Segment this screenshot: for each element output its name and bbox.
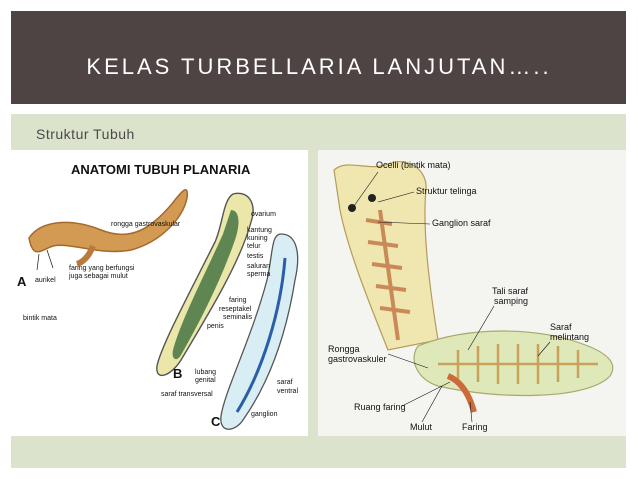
planaria-anatomy-illustration: ANATOMI TUBUH PLANARIA rongga gastrovask… — [11, 150, 308, 436]
label-kantung: kantung — [247, 227, 272, 234]
label-saraf2: melintang — [550, 332, 589, 342]
planaria-structure-illustration: Ocelli (bintik mata) Struktur telinga Ga… — [318, 150, 626, 436]
label-ruang: Ruang faring — [354, 402, 406, 412]
label-B: B — [173, 366, 182, 381]
label-tali1: Tali saraf — [492, 286, 529, 296]
label-saraf-transversal: saraf transversal — [161, 391, 213, 398]
label-rongga: rongga gastrovaskular — [111, 221, 181, 228]
label-penis: penis — [207, 323, 224, 330]
label-genital: genital — [195, 377, 216, 384]
label-ganglion-saraf: Ganglion saraf — [432, 218, 491, 228]
planaria-dorsal-inner — [173, 210, 239, 359]
label-telur: telur — [247, 243, 261, 250]
label-faring2: juga sebagai mulut — [68, 273, 128, 280]
planaria-structure-figure: Ocelli (bintik mata) Struktur telinga Ga… — [318, 150, 626, 436]
label-A: A — [17, 274, 27, 289]
label-ventral: ventral — [277, 388, 298, 395]
label-testis: testis — [247, 253, 264, 260]
label-ganglion: ganglion — [251, 411, 278, 418]
label-aurikel: aurikel — [35, 277, 56, 284]
label-saluran: saluran — [247, 263, 270, 270]
label-saraf: saraf — [277, 379, 293, 386]
label-tali2: samping — [494, 296, 528, 306]
label-faring1: faring yang berfungsi — [69, 265, 135, 272]
label-seminalis: seminalis — [223, 314, 253, 321]
label-ovarium: ovarium — [251, 211, 276, 218]
label-struktur: Struktur telinga — [416, 186, 477, 196]
label-rongga1: Rongga — [328, 344, 360, 354]
label-faring-right: Faring — [462, 422, 488, 432]
label-mulut: Mulut — [410, 422, 433, 432]
label-bintik: bintik mata — [23, 315, 57, 322]
planaria-anatomy-figure: ANATOMI TUBUH PLANARIA rongga gastrovask… — [11, 150, 308, 436]
label-lubang: lubang — [195, 369, 216, 376]
label-saraf1: Saraf — [550, 322, 572, 332]
slide-title: KELAS TURBELLARIA LANJUTAN….. — [0, 54, 638, 80]
label-C: C — [211, 414, 221, 429]
label-reseptakel: reseptakel — [219, 306, 252, 313]
label-faring: faring — [229, 297, 247, 304]
slide-subtitle: Struktur Tubuh — [36, 126, 135, 142]
label-sperma: sperma — [247, 271, 270, 278]
figure-heading: ANATOMI TUBUH PLANARIA — [71, 162, 251, 177]
label-kuning: kuning — [247, 235, 268, 242]
label-ocelli: Ocelli (bintik mata) — [376, 160, 451, 170]
label-rongga2: gastrovaskuler — [328, 354, 387, 364]
